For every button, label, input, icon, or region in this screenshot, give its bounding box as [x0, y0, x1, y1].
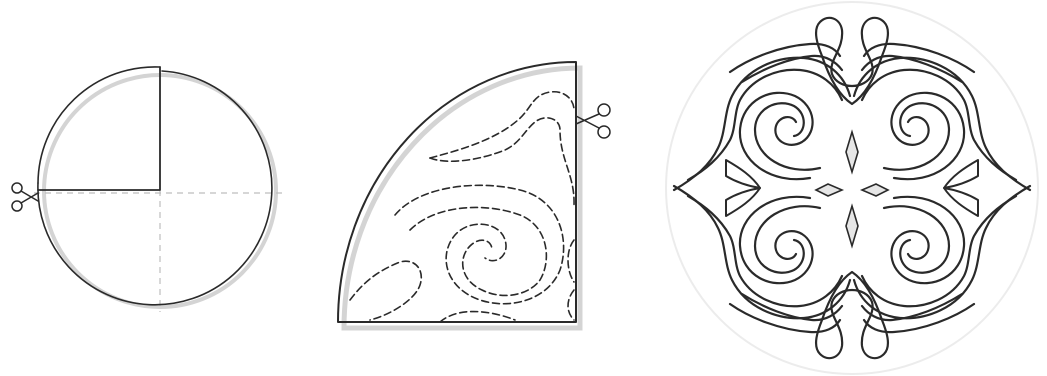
quarter-pattern-diagram — [320, 0, 650, 376]
center-diamond-right — [862, 184, 888, 196]
folded-circle-panel — [0, 0, 300, 376]
ornament-diagram — [660, 0, 1047, 376]
top-crown-shape — [816, 18, 888, 104]
quarter-pattern-panel — [320, 0, 650, 376]
ornament-shadow — [666, 2, 1038, 374]
sector-shadow — [344, 68, 580, 328]
folded-circle-diagram — [0, 0, 300, 376]
center-diamond-bottom — [846, 206, 858, 246]
dashed-cut-pattern — [350, 92, 574, 322]
bottom-crown-shape — [816, 272, 888, 358]
center-diamond-left — [816, 184, 842, 196]
center-diamond-top — [846, 132, 858, 172]
ornament-quadrant-top-right — [854, 44, 1030, 190]
unfolded-ornament-panel — [660, 0, 1047, 376]
quarter-sector-outline — [338, 62, 576, 322]
ornament-quadrant-top-left — [674, 44, 850, 190]
quarter-cut-line — [38, 67, 160, 190]
ornament-quadrant-bottom-left — [674, 186, 850, 332]
ornament-quadrant-bottom-right — [854, 186, 1030, 332]
scissors-icon — [12, 183, 38, 211]
circle-outline-upper-left — [38, 67, 160, 183]
